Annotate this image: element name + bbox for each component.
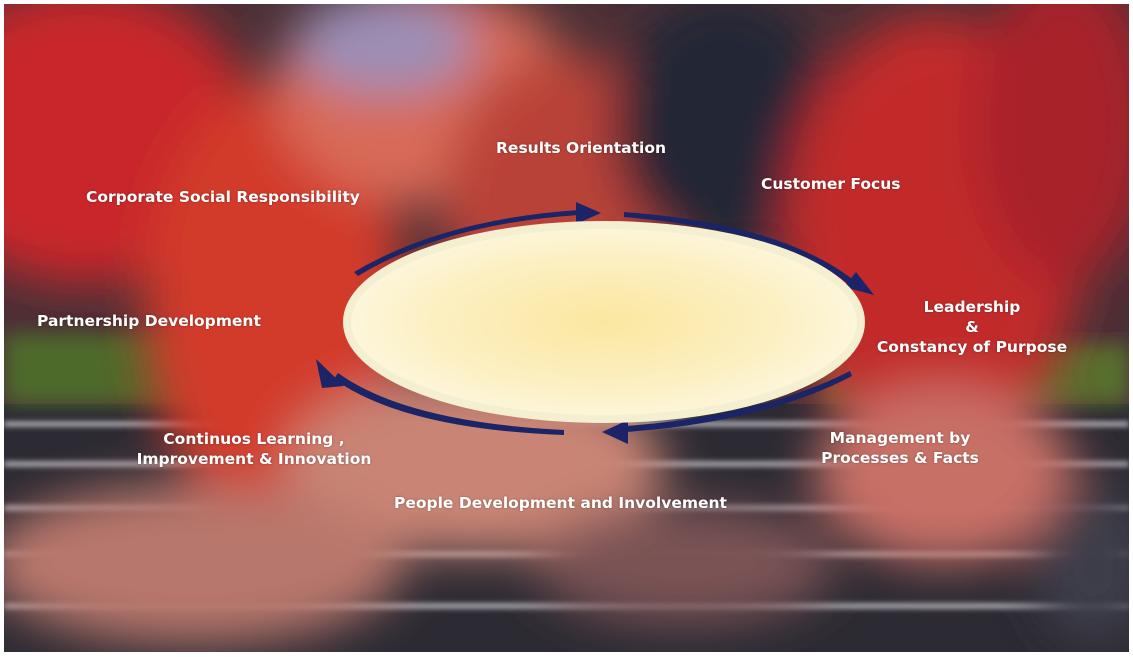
arrow-bottom-left <box>334 373 564 435</box>
label-leadership-line3: Constancy of Purpose <box>876 338 1068 356</box>
cycle-arrows <box>316 202 874 444</box>
label-continuous-learning: Continuos Learning , Improvement & Innov… <box>114 429 394 469</box>
label-leadership: Leadership & Constancy of Purpose <box>862 297 1082 357</box>
label-corporate-social-responsibility: Corporate Social Responsibility <box>86 188 360 206</box>
arrowhead-top <box>576 202 601 224</box>
arrowhead-bottom <box>602 420 628 444</box>
arrowhead-right <box>844 272 874 295</box>
arrow-top-left <box>354 210 579 276</box>
label-management-line1: Management by <box>829 429 971 447</box>
label-management-line2: Processes & Facts <box>821 449 979 467</box>
label-partnership-development: Partnership Development <box>37 312 261 330</box>
label-continuous-learning-line1: Continuos Learning , <box>163 430 345 448</box>
cycle-diagram <box>316 202 874 444</box>
label-management: Management by Processes & Facts <box>800 428 1000 468</box>
arrow-bottom-right <box>626 371 852 432</box>
label-leadership-line1: Leadership <box>923 298 1021 316</box>
label-continuous-learning-line2: Improvement & Innovation <box>136 450 372 468</box>
label-results-orientation: Results Orientation <box>496 139 667 157</box>
label-leadership-line2: & <box>965 318 979 336</box>
center-ellipse <box>343 221 865 423</box>
runners-background-image <box>4 4 1129 652</box>
arrowhead-left <box>316 359 344 388</box>
label-people-development: People Development and Involvement <box>394 494 727 512</box>
slide: Results Orientation Customer Focus Corpo… <box>4 4 1129 652</box>
label-customer-focus: Customer Focus <box>761 175 901 193</box>
